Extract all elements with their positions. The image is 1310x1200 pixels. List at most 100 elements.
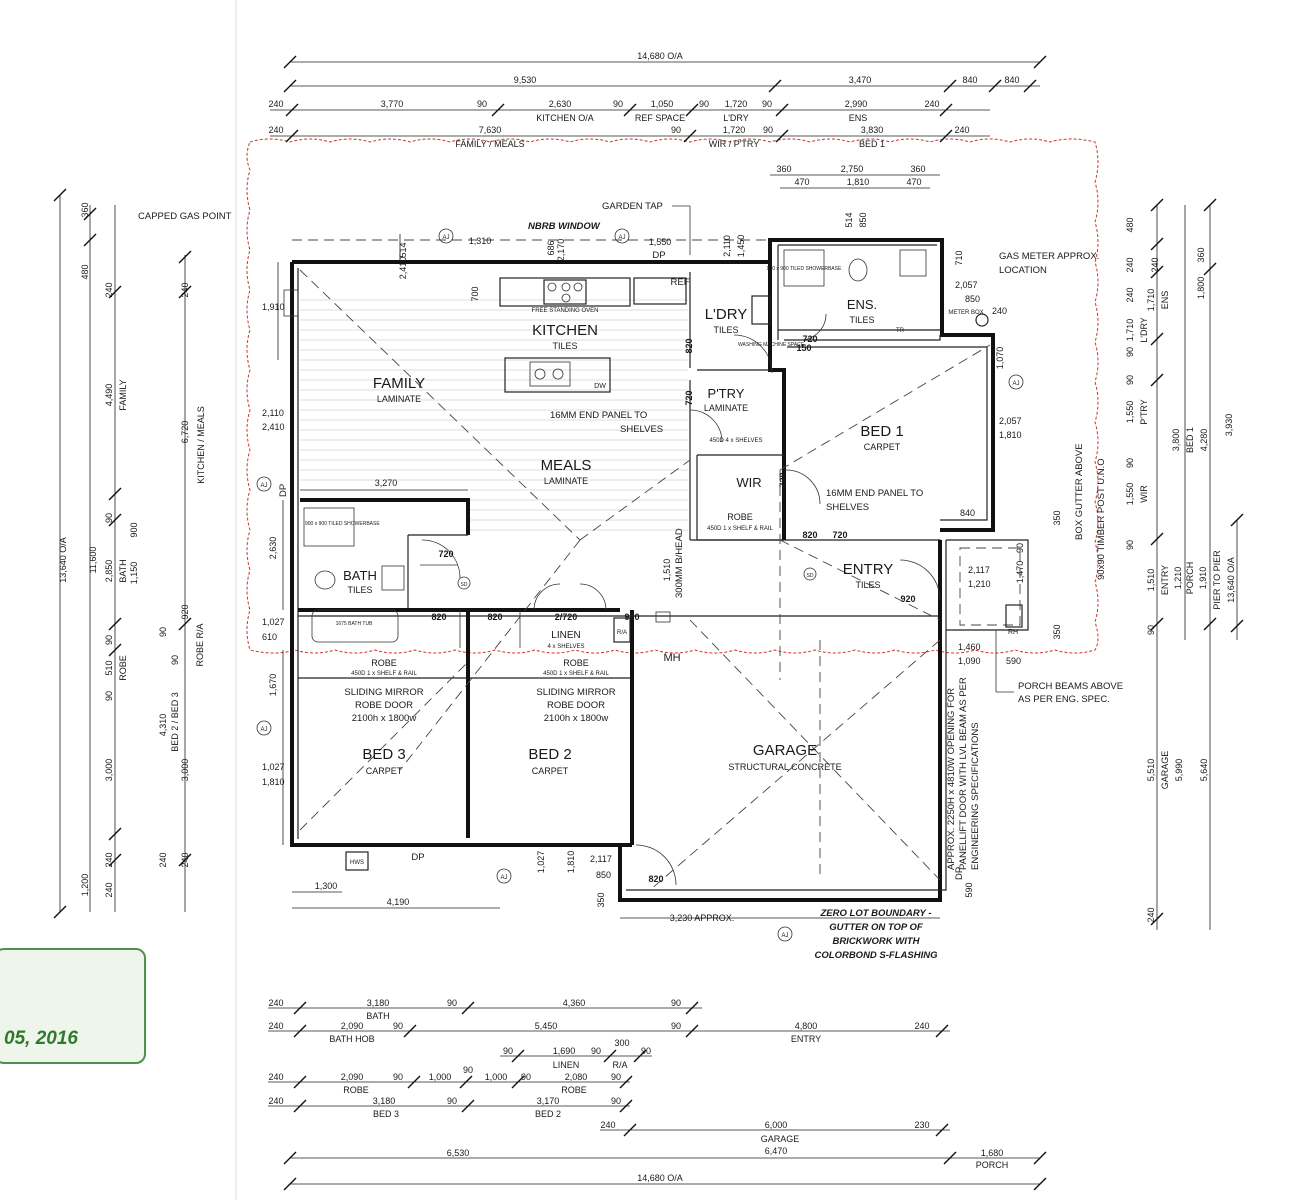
dim: 3,830 [861, 125, 884, 135]
dim: 90 [104, 691, 114, 701]
annotations: CAPPED GAS POINT GARDEN TAP NBRB WINDOW … [138, 201, 1123, 961]
note-dp-bottom: DP [411, 852, 424, 863]
aj-label: AJ [442, 235, 449, 241]
stamp-date: 05, 2016 [4, 1028, 78, 1049]
dim: 1,510 [662, 559, 672, 582]
note-hws: HWS [350, 860, 364, 866]
dim: 900 [129, 522, 139, 537]
dim-label: L'DRY [723, 113, 749, 123]
bottom-dimensions: 240 3,180 90 4,360 90 BATH 240 2,090 90 … [268, 998, 1047, 1191]
note-tr: TR [896, 328, 905, 334]
dim: 90 [591, 1046, 601, 1056]
dim: 90 [477, 99, 487, 109]
dim: 3,180 [367, 998, 390, 1008]
dim: 90 [763, 125, 773, 135]
approval-stamp: 05, 2016 [0, 948, 146, 1064]
dim: 1,510 [1146, 569, 1156, 592]
dim: 90 [1125, 458, 1135, 468]
note-dp-top: DP [652, 250, 665, 261]
dim: 90 [521, 1072, 531, 1082]
dim-label: FAMILY [118, 379, 128, 410]
fixtures [283, 249, 1023, 871]
kitchen-bench [499, 277, 631, 307]
dim: 2,170 [556, 239, 566, 262]
room-ensuite: ENS. [847, 297, 877, 312]
dim: 4,490 [104, 384, 114, 407]
dim: 3,180 [373, 1096, 396, 1106]
dim: 240 [600, 1120, 615, 1130]
opening: 820 [648, 874, 663, 884]
dim-pier: PIER TO PIER [1212, 550, 1222, 610]
dim: 6,720 [180, 421, 190, 444]
dim: 240 [268, 1021, 283, 1031]
note-ref: REF [671, 277, 690, 288]
room-bed3: BED 3 [362, 746, 405, 763]
aj-marker [614, 228, 630, 244]
note-shower-bath: 900 x 900 TILED SHOWERBASE [305, 521, 380, 527]
dim: 90 [463, 1065, 473, 1075]
note-free-oven: FREE STANDING OVEN [532, 308, 599, 314]
note-end-panel-1b: SHELVES [620, 424, 663, 435]
note-robe-size-bed2: 2100h x 1800w [544, 713, 609, 724]
note-porch-beams: PORCH BEAMS ABOVE [1018, 681, 1123, 692]
dim: 470 [906, 177, 921, 187]
dim-label: ROBE [561, 1085, 587, 1095]
dim: 1,710 [1146, 289, 1156, 312]
dim: 2,750 [841, 164, 864, 174]
note-dp-garage: DP [954, 867, 965, 880]
sd-label: SD [807, 573, 814, 579]
note-robe-shelf-bed3: 450D 1 x SHELF & RAIL [351, 671, 417, 677]
note-gas-meter: GAS METER APPROX. [999, 251, 1099, 262]
right-dimensions: 480 240 240 1,710 ENS 240 1,710 L'DRY 90… [1125, 198, 1244, 930]
dim: 2,630 [549, 99, 572, 109]
dim: 1,910 [262, 302, 285, 312]
aj-label: AJ [500, 875, 507, 881]
dim: 240 [268, 1072, 283, 1082]
gas-meter-icon [975, 313, 989, 327]
room-garage: GARAGE [753, 742, 817, 759]
dim: 90 [611, 1072, 621, 1082]
dim: 1,810 [566, 851, 576, 874]
opening: 920 [624, 612, 639, 622]
dim: 1,690 [553, 1046, 576, 1056]
dim-label: BED 1 [1185, 427, 1195, 453]
roof-lines [299, 269, 991, 891]
dim-label: BED 1 [859, 139, 885, 149]
dim: 1,810 [262, 777, 285, 787]
dim: 240 [180, 282, 190, 297]
dim: 1,720 [723, 125, 746, 135]
dim: 5,990 [1174, 759, 1184, 782]
dim: 840 [960, 508, 975, 518]
hot-water-system [345, 851, 369, 871]
dim: 11,600 [88, 547, 98, 574]
dim: 920 [180, 604, 190, 619]
note-robe-door-bed2: ROBE DOOR [547, 700, 605, 711]
room-family-finish: LAMINATE [377, 394, 421, 404]
bathtub-icon [311, 609, 399, 643]
dim: 350 [1052, 510, 1062, 525]
ra-cupboard [613, 617, 631, 643]
sd-marker [803, 567, 817, 581]
toilet-icon [848, 258, 868, 282]
capped-gas-point-icon [283, 289, 299, 317]
dim: 90 [104, 635, 114, 645]
note-panellift-3: ENGINEERING SPECIFICATIONS [970, 722, 981, 870]
dim: 90 [447, 1096, 457, 1106]
aj-marker [777, 926, 793, 942]
note-ra: R/A [617, 630, 627, 636]
manhole-icon [655, 611, 671, 623]
room-pantry: P'TRY [708, 386, 745, 401]
revision-cloud [246, 138, 1099, 654]
room-meals: MEALS [541, 457, 592, 474]
note-zero-lot-3: BRICKWORK WITH [832, 936, 920, 947]
room-bed2: BED 2 [528, 746, 571, 763]
dim: 1,450 [736, 235, 746, 258]
dim-label: KITCHEN / MEALS [196, 406, 206, 484]
note-meter-box: METER BOX [948, 310, 983, 316]
dim: 1,460 [958, 642, 981, 652]
dim-label: ROBE [118, 655, 128, 681]
aj-marker [1008, 374, 1024, 390]
dim: 2,110 [262, 408, 284, 418]
dim-label: BATH [366, 1011, 389, 1021]
aj-marker [256, 720, 272, 736]
